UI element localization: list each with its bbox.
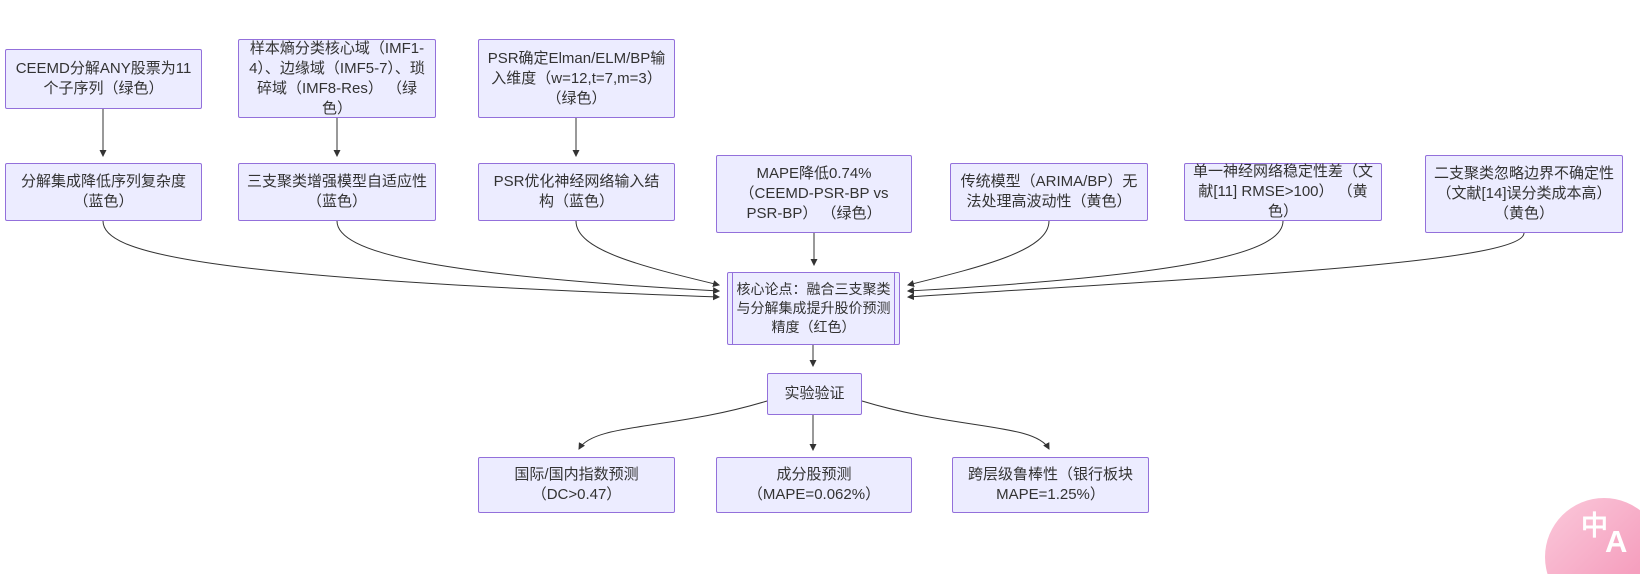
edge-exp-c3	[861, 400, 1050, 450]
edge-exp-c1	[578, 400, 768, 450]
edge-b5-core	[906, 220, 1050, 287]
edge-b7-core	[906, 232, 1525, 301]
edge-b3-core	[575, 220, 721, 288]
translate-badge[interactable]: 中 A	[1545, 498, 1640, 574]
node-ceemd-decompose: CEEMD分解ANY股票为11个子序列（绿色）	[5, 49, 202, 109]
node-experiment-validation: 实验验证	[767, 373, 862, 415]
node-psr-optimizes-input: PSR优化神经网络输入结构（蓝色）	[478, 163, 675, 221]
translate-badge-en-glyph: A	[1605, 524, 1628, 559]
node-psr-input-dimension: PSR确定Elman/ELM/BP输入维度（w=12,t=7,m=3） （绿色）	[478, 39, 675, 118]
node-index-forecast: 国际/国内指数预测（DC>0.47）	[478, 457, 675, 513]
node-core-thesis: 核心论点：融合三支聚类与分解集成提升股价预测精度（红色）	[727, 272, 900, 345]
node-mape-reduction: MAPE降低0.74%（CEEMD-PSR-BP vs PSR-BP） （绿色）	[716, 155, 912, 233]
node-three-way-clustering-adaptivity: 三支聚类增强模型自适应性（蓝色）	[238, 163, 436, 221]
translate-badge-zh-glyph: 中	[1581, 511, 1608, 541]
node-single-network-instability: 单一神经网络稳定性差（文献[11] RMSE>100） （黄色）	[1184, 163, 1382, 221]
edge-b2-core	[336, 220, 721, 295]
node-constituent-stock-forecast: 成分股预测（MAPE=0.062%）	[716, 457, 912, 513]
node-two-way-clustering-limitation: 二支聚类忽略边界不确定性 （文献[14]误分类成本高） （黄色）	[1425, 155, 1623, 233]
edge-b6-core	[906, 220, 1284, 295]
node-traditional-model-limitation: 传统模型（ARIMA/BP）无法处理高波动性（黄色）	[950, 163, 1148, 221]
node-sample-entropy-domains: 样本熵分类核心域（IMF1-4）、边缘域（IMF5-7）、琐碎域（IMF8-Re…	[238, 39, 436, 118]
node-decomposition-reduces-complexity: 分解集成降低序列复杂度（蓝色）	[5, 163, 202, 221]
node-cross-level-robustness: 跨层级鲁棒性（银行板块 MAPE=1.25%）	[952, 457, 1149, 513]
edge-b1-core	[102, 220, 721, 301]
